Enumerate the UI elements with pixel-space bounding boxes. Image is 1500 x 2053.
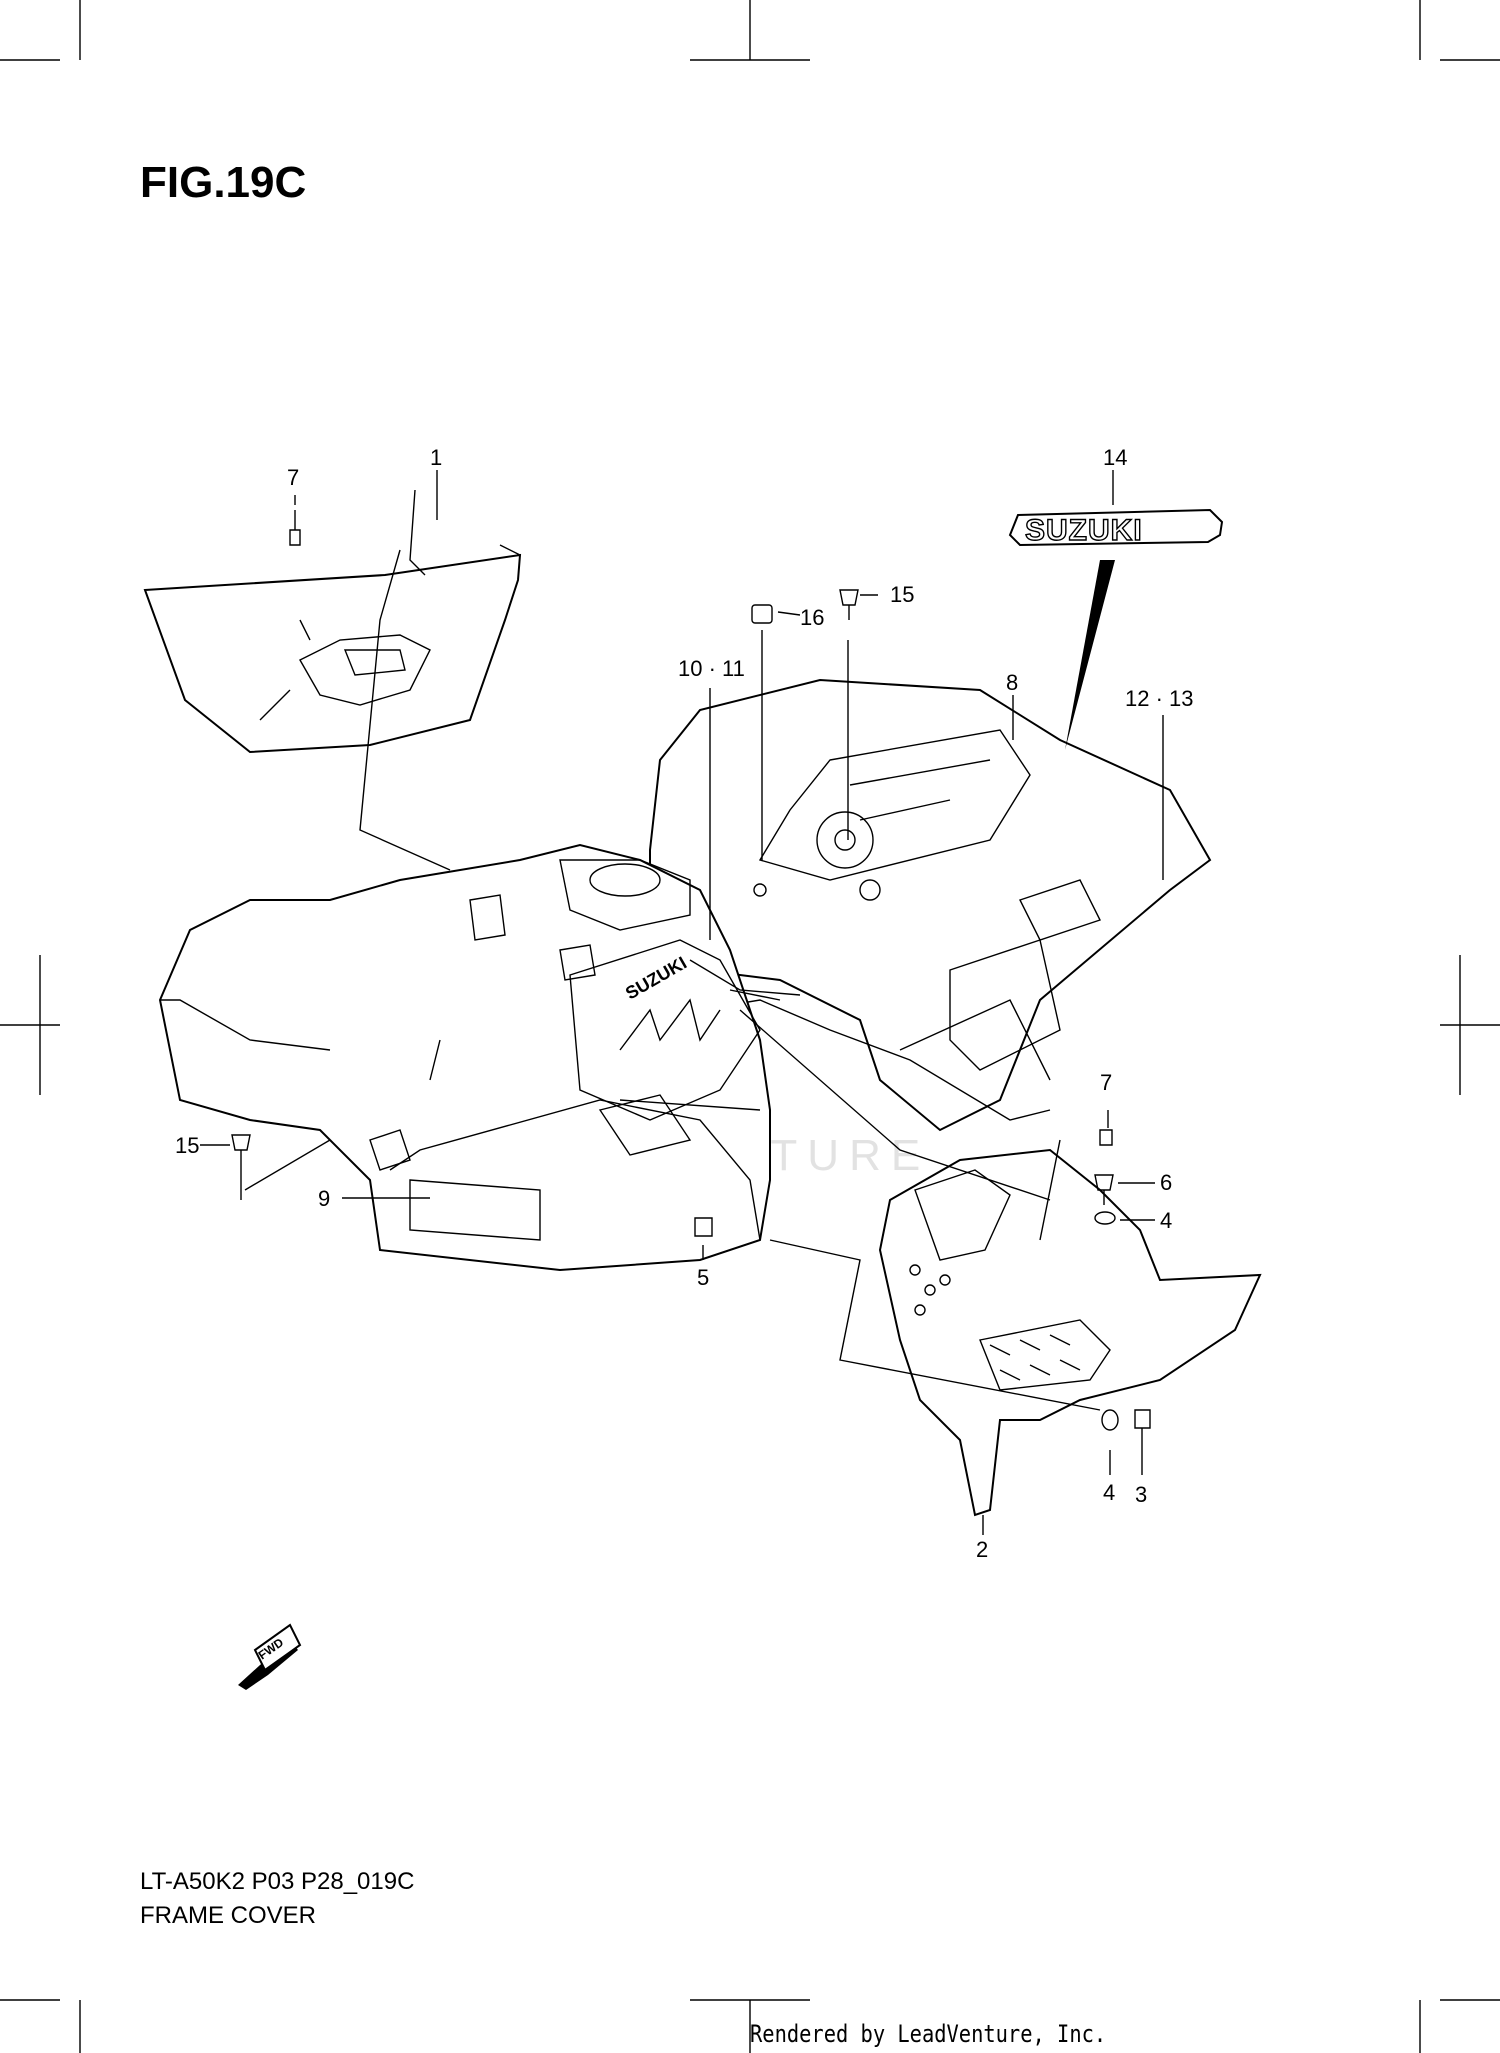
leader-lines bbox=[200, 470, 1164, 1535]
bolt-15-top bbox=[839, 589, 859, 620]
callout-4-bottom: 4 bbox=[1103, 1480, 1115, 1505]
callout-10-11: 10 · 11 bbox=[678, 656, 745, 681]
figure-title: FIG.19C bbox=[140, 158, 307, 207]
callout-6: 6 bbox=[1160, 1170, 1172, 1195]
callout-7-top: 7 bbox=[287, 465, 299, 490]
callout-3: 3 bbox=[1135, 1482, 1147, 1507]
callout-16: 16 bbox=[800, 605, 824, 630]
nut-5 bbox=[694, 1217, 713, 1237]
part-8-rear-fender bbox=[649, 678, 1212, 1132]
callout-12-13: 12 · 13 bbox=[1125, 686, 1194, 711]
diagram-code: LT-A50K2 P03 P28_019C bbox=[140, 1868, 415, 1895]
part-9-front-fender-assembly: SUZUKI bbox=[158, 843, 801, 1272]
callout-4-right: 4 bbox=[1160, 1208, 1172, 1233]
rendered-by-credit: Rendered by LeadVenture, Inc. bbox=[750, 2020, 1107, 2048]
callout-7-right: 7 bbox=[1100, 1070, 1112, 1095]
part-1-front-cover bbox=[143, 489, 522, 754]
bolt-15-left bbox=[231, 1134, 251, 1170]
bolt-3 bbox=[1134, 1409, 1151, 1450]
callout-1: 1 bbox=[430, 445, 442, 470]
diagram-name: FRAME COVER bbox=[140, 1902, 317, 1929]
callout-15-top: 15 bbox=[890, 582, 914, 607]
bolt-6 bbox=[1094, 1174, 1114, 1205]
part-14-suzuki-emblem: SUZUKI bbox=[1008, 508, 1224, 750]
fasteners bbox=[231, 510, 1151, 1450]
callout-15-left: 15 bbox=[175, 1133, 199, 1158]
callout-9: 9 bbox=[318, 1186, 330, 1211]
washer-4-bottom bbox=[1101, 1409, 1119, 1431]
callout-labels: 1 7 14 15 16 10 · 11 8 12 · 13 7 6 4 15 … bbox=[175, 445, 1194, 1562]
callout-14: 14 bbox=[1103, 445, 1127, 470]
callout-2: 2 bbox=[976, 1537, 988, 1562]
callout-5: 5 bbox=[697, 1265, 709, 1290]
callout-8: 8 bbox=[1006, 670, 1018, 695]
suzuki-emblem-text: SUZUKI bbox=[1025, 514, 1143, 547]
grommet-16 bbox=[751, 604, 773, 624]
screw-7-top bbox=[289, 510, 301, 546]
screw-7-right bbox=[1099, 1129, 1113, 1146]
part-2-footrest bbox=[878, 1148, 1262, 1517]
washer-4-right bbox=[1094, 1211, 1116, 1225]
fwd-direction-arrow: FWD bbox=[238, 1623, 302, 1690]
